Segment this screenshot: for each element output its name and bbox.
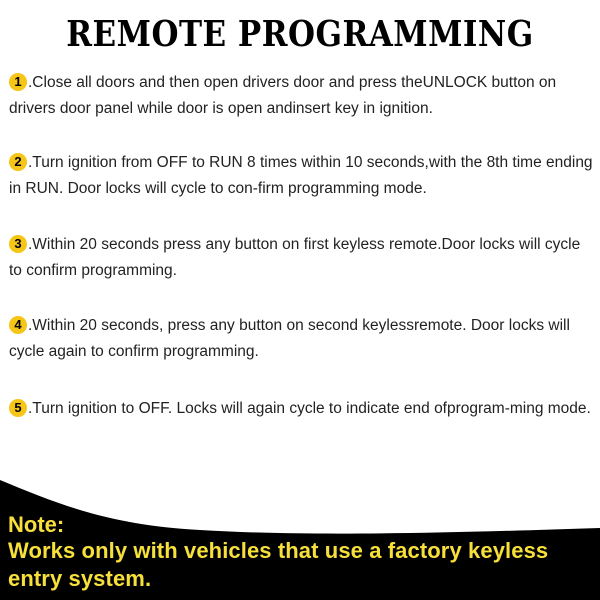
step-4: 4.Within 20 seconds, press any button on… — [9, 313, 594, 365]
step-number-badge: 3 — [9, 235, 27, 253]
step-5: 5.Turn ignition to OFF. Locks will again… — [9, 396, 594, 422]
note-banner — [0, 470, 600, 600]
step-text: .Within 20 seconds press any button on f… — [9, 236, 581, 279]
curved-black-background — [0, 480, 600, 600]
step-3: 3.Within 20 seconds press any button on … — [9, 232, 594, 284]
page-title: REMOTE PROGRAMMING — [66, 14, 534, 56]
step-number-badge: 1 — [9, 73, 27, 91]
step-text: .Within 20 seconds, press any button on … — [9, 317, 570, 360]
step-text: .Turn ignition to OFF. Locks will again … — [28, 400, 591, 417]
step-1: 1.Close all doors and then open drivers … — [9, 70, 594, 122]
step-2: 2.Turn ignition from OFF to RUN 8 times … — [9, 150, 594, 202]
step-text: .Turn ignition from OFF to RUN 8 times w… — [9, 154, 593, 197]
note-text: Works only with vehicles that use a fact… — [8, 538, 549, 591]
step-number-badge: 4 — [9, 316, 27, 334]
note-label: Note: — [8, 512, 65, 537]
step-number-badge: 2 — [9, 153, 27, 171]
step-number-badge: 5 — [9, 399, 27, 417]
step-text: .Close all doors and then open drivers d… — [9, 74, 557, 117]
